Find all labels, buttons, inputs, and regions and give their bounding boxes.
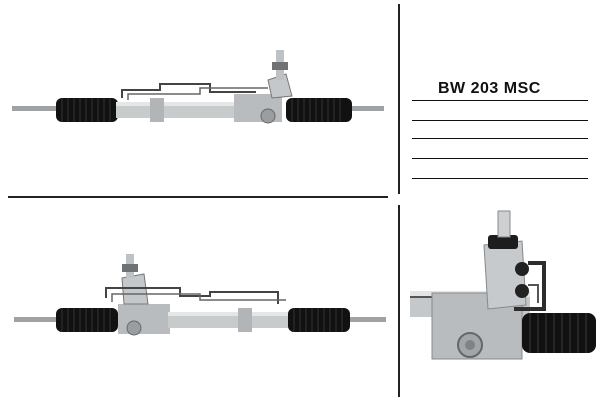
left-boot-bottom [56,308,118,332]
vertical-divider-bottom [398,205,400,397]
left-boot [56,98,118,122]
ruled-line-3 [412,138,588,139]
valve-closeup-image [410,210,596,360]
right-boot [286,98,352,122]
top-left-view [10,40,390,150]
vertical-divider-top [398,4,400,194]
closeup-view [404,205,596,397]
ruled-line-4 [412,158,588,159]
steering-rack-image-top [12,50,384,124]
bottom-left-view [10,248,390,348]
ruled-line-1 [412,100,588,101]
horizontal-divider-left [8,196,388,198]
steering-rack-image-bottom [14,254,386,336]
ruled-line-2 [412,120,588,121]
label-panel: BW 203 MSC [404,4,596,194]
ruled-line-5 [412,178,588,179]
right-boot-bottom [288,308,350,332]
product-code: BW 203 MSC [438,80,541,97]
